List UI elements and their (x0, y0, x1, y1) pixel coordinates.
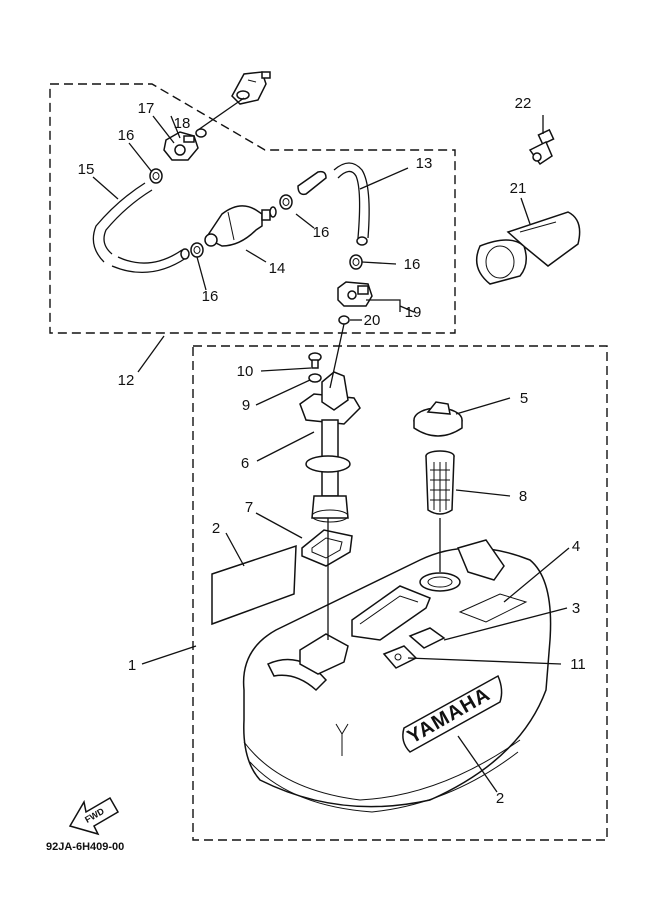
leader-lines (92, 97, 570, 793)
callout-14: 14 (269, 260, 286, 277)
hose-clamp-16-right (349, 254, 363, 270)
o-ring-20 (338, 315, 350, 325)
screw-10 (308, 352, 322, 369)
strainer-8 (425, 450, 455, 515)
callout-8: 8 (519, 488, 527, 505)
callout-12: 12 (118, 372, 135, 389)
gasket-7 (301, 529, 353, 567)
fuel-cap-5 (413, 401, 463, 437)
fuel-hose-15 (92, 182, 190, 274)
callout-7: 7 (245, 499, 253, 516)
callout-13: 13 (416, 155, 433, 172)
washer-9 (308, 373, 322, 383)
callout-21: 21 (510, 180, 527, 197)
callout-2-bottom: 2 (496, 790, 504, 807)
fuel-tank-group-box (192, 345, 608, 841)
hose-connector-17 (163, 131, 199, 161)
callout-17: 17 (138, 100, 155, 117)
hose-clamp-16-bulb (279, 194, 293, 210)
callout-20: 20 (364, 312, 381, 329)
forward-direction-arrow: FWD (68, 796, 120, 836)
hose-clamp-16-lower (190, 242, 204, 258)
callout-16-top: 16 (118, 127, 135, 144)
hose-joint-19 (337, 281, 373, 307)
hose-clamp-16-left (149, 168, 163, 184)
cover-21 (475, 211, 581, 285)
callout-16-lower: 16 (202, 288, 219, 305)
tank-side-connector (231, 71, 271, 105)
fitting-22 (528, 128, 555, 166)
primer-bulb-14 (204, 205, 277, 247)
callout-4: 4 (572, 538, 580, 555)
callout-16-right: 16 (404, 256, 421, 273)
callout-11: 11 (570, 656, 586, 673)
fuel-hose-13 (333, 162, 370, 246)
fuel-hose-assembly-group-box (49, 83, 456, 334)
fuel-gauge-assembly-6 (299, 371, 361, 523)
callout-3: 3 (572, 600, 580, 617)
callout-5: 5 (520, 390, 528, 407)
callout-18: 18 (174, 115, 191, 132)
callout-10: 10 (237, 363, 254, 380)
short-hose-piece (297, 170, 327, 196)
callout-19: 19 (405, 304, 422, 321)
fuel-tank-1 (242, 539, 552, 813)
callout-1: 1 (128, 657, 136, 674)
callout-labels: 1 2 2 3 4 5 6 7 8 9 10 11 12 13 14 15 16… (78, 95, 586, 807)
callout-15: 15 (78, 161, 95, 178)
callout-22: 22 (515, 95, 532, 112)
decal-2-left (211, 544, 297, 626)
callout-9: 9 (242, 397, 250, 414)
callout-2-left: 2 (212, 520, 220, 537)
callout-16-mid: 16 (313, 224, 330, 241)
o-ring-18 (195, 128, 207, 138)
diagram-code: 92JA-6H409-00 (46, 841, 124, 853)
callout-6: 6 (241, 455, 249, 472)
